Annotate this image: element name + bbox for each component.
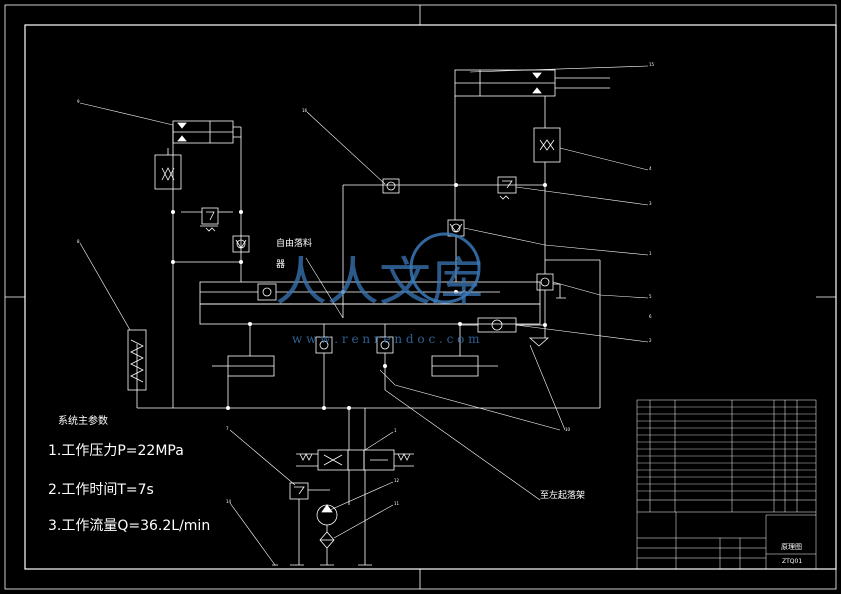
filter (319, 531, 335, 549)
relief-valve-pump (289, 482, 309, 500)
pump-motor (316, 504, 338, 532)
leader-number-7: 7 (226, 426, 229, 431)
leader-number-16: 16 (302, 108, 308, 113)
cylinder-9 (172, 120, 241, 144)
watermark-logo (409, 232, 481, 304)
watermark-url: w w w . r e n r e n d o c . c o m (292, 332, 480, 346)
drawing-name: 原理图 (781, 543, 802, 551)
leader-number-1: 1 (649, 251, 652, 256)
leader-number-8: 8 (77, 239, 80, 244)
relief-valve-right (497, 176, 517, 200)
param-time: 2.工作时间T=7s (48, 482, 154, 498)
accumulator-8 (127, 329, 147, 391)
watermark-text: 人人文库 (275, 253, 484, 313)
leader-number-5: 5 (649, 294, 652, 299)
lock-valve-left (154, 148, 182, 190)
lock-valve-right (533, 127, 561, 163)
check-valve-left (232, 235, 250, 253)
shuttle-valve-manifold (257, 283, 277, 301)
leader-number-9: 9 (77, 99, 80, 104)
leader-number-1b: 1 (394, 428, 397, 433)
manifold-lower (199, 303, 541, 325)
junction-dots (171, 183, 547, 410)
title-block-rows (637, 406, 816, 492)
relief-valve-left (181, 207, 233, 232)
leader-number-12: 12 (394, 478, 400, 483)
check-valve-right-lower (536, 273, 566, 299)
param-pressure: 1.工作压力P=22MPa (48, 443, 184, 459)
label-to-actuator: 至左起落架 (540, 491, 586, 501)
shuttle-valve-right (477, 317, 517, 333)
param-flow: 3.工作流量Q=36.2L/min (48, 518, 211, 534)
leader-number-15: 15 (649, 62, 655, 67)
directional-valve (296, 449, 414, 505)
params-title: 系统主参数 (58, 416, 108, 427)
title-block (636, 399, 817, 570)
actuator-cylinder-right (431, 355, 498, 377)
cylinder-16 (454, 69, 610, 97)
leader-number-3: 3 (649, 201, 652, 206)
label-self-relief-2: 器 (276, 260, 286, 270)
leader-number-2: 2 (649, 338, 652, 343)
leader-number-11: 11 (394, 501, 400, 506)
label-self-relief: 自由落料 (276, 239, 313, 249)
drawing-code: ZTQ01 (782, 558, 803, 565)
actuator-cylinder-left (212, 355, 275, 377)
leader-lines (79, 65, 649, 566)
leader-number-10: 10 (565, 427, 571, 432)
check-valve-top-mid (382, 178, 400, 194)
leader-number-6: 6 (649, 314, 652, 319)
leader-number-4: 4 (649, 166, 652, 171)
leader-number-14: 14 (226, 499, 232, 504)
